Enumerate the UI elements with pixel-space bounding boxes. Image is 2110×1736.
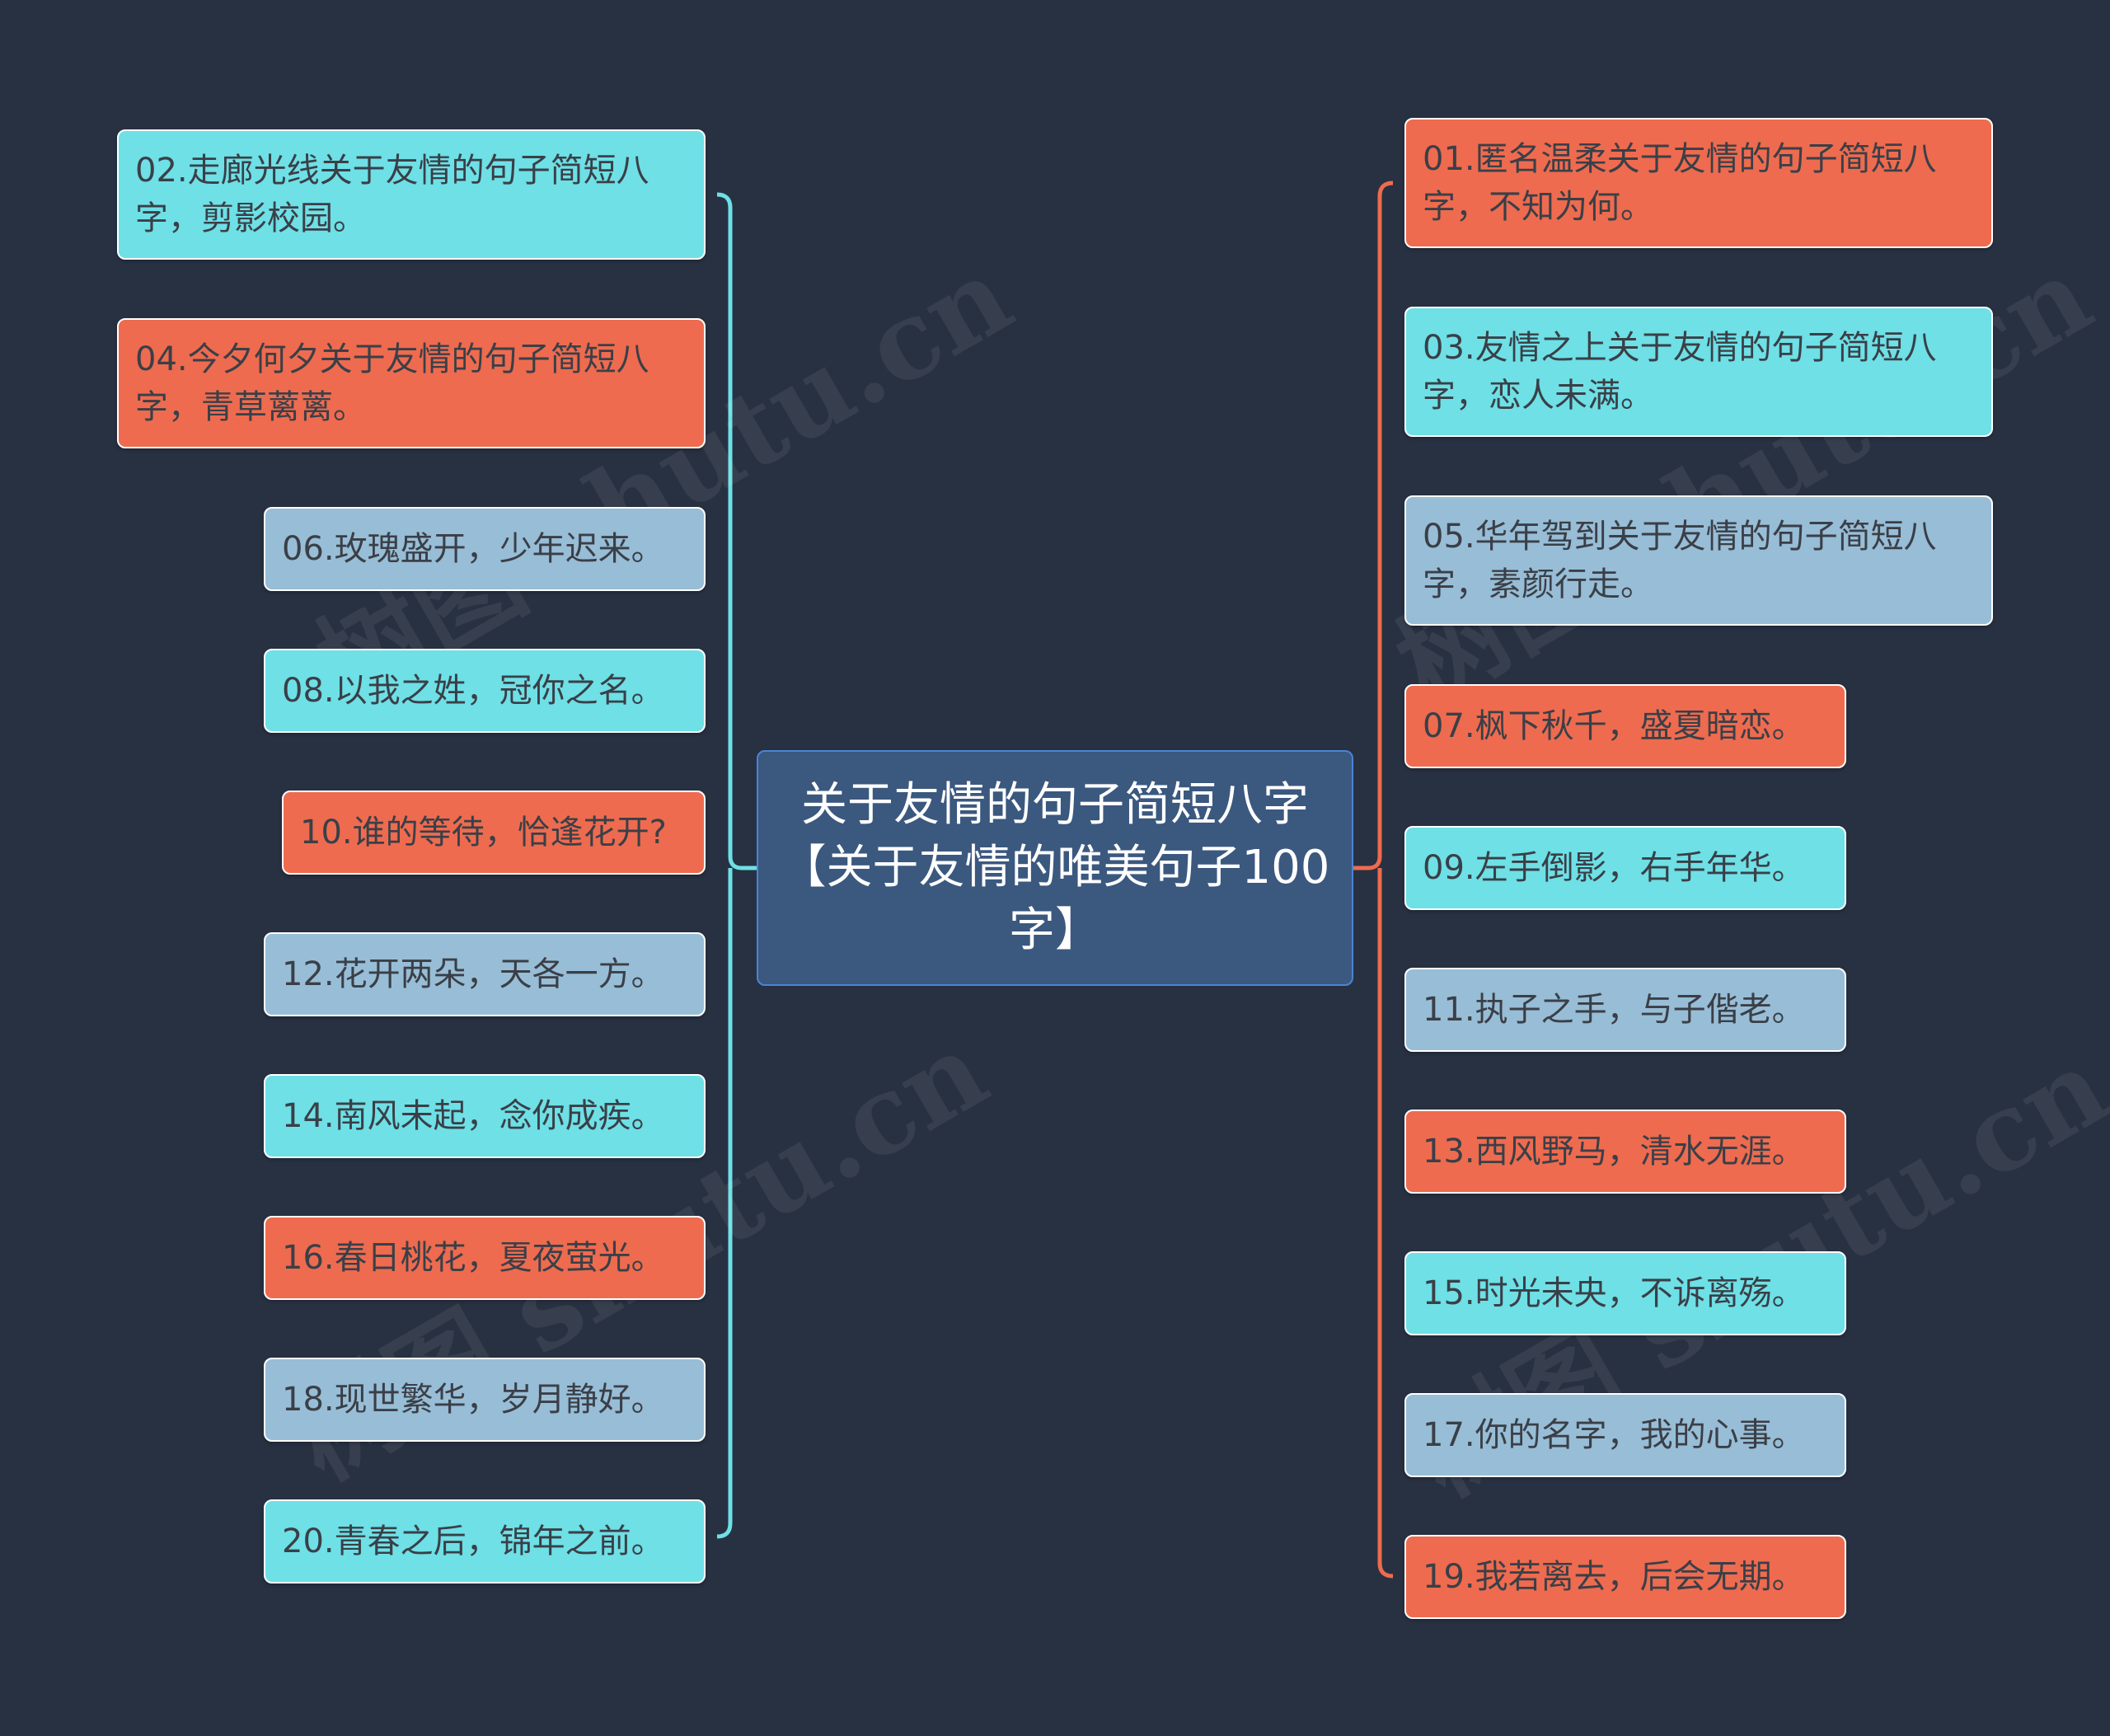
topic-node[interactable]: 15.时光未央，不诉离殇。 bbox=[1404, 1251, 1846, 1335]
topic-node[interactable]: 14.南风未起，念你成疾。 bbox=[264, 1074, 706, 1158]
topic-label: 14.南风未起，念你成疾。 bbox=[282, 1097, 664, 1135]
topic-label: 19.我若离去，后会无期。 bbox=[1423, 1558, 1805, 1596]
topic-node[interactable]: 12.花开两朵，天各一方。 bbox=[264, 932, 706, 1016]
topic-label: 02.走廊光线关于友情的句子简短八字，剪影校园。 bbox=[135, 152, 649, 237]
topic-node[interactable]: 20.青春之后，锦年之前。 bbox=[264, 1499, 706, 1584]
topic-label: 03.友情之上关于友情的句子简短八字，恋人未满。 bbox=[1423, 329, 1937, 415]
topic-node[interactable]: 01.匿名温柔关于友情的句子简短八字，不知为何。 bbox=[1404, 118, 1993, 248]
topic-node[interactable]: 09.左手倒影，右手年华。 bbox=[1404, 826, 1846, 910]
topic-label: 05.华年驾到关于友情的句子简短八字，素颜行走。 bbox=[1423, 518, 1937, 603]
topic-node[interactable]: 11.执子之手，与子偕老。 bbox=[1404, 968, 1846, 1052]
topic-node[interactable]: 06.玫瑰盛开，少年迟来。 bbox=[264, 507, 706, 591]
topic-node[interactable]: 07.枫下秋千，盛夏暗恋。 bbox=[1404, 684, 1846, 768]
topic-label: 01.匿名温柔关于友情的句子简短八字，不知为何。 bbox=[1423, 140, 1937, 226]
topic-label: 17.你的名字，我的心事。 bbox=[1423, 1416, 1805, 1454]
topic-node[interactable]: 08.以我之姓，冠你之名。 bbox=[264, 649, 706, 733]
topic-label: 07.枫下秋千，盛夏暗恋。 bbox=[1423, 707, 1805, 745]
topic-label: 18.现世繁华，岁月静好。 bbox=[282, 1381, 664, 1419]
topic-label: 10.谁的等待，恰逢花开? bbox=[300, 814, 667, 852]
topic-label: 08.以我之姓，冠你之名。 bbox=[282, 672, 664, 710]
left-bracket bbox=[716, 192, 757, 1539]
right-bracket bbox=[1353, 181, 1394, 1579]
topic-label: 12.花开两朵，天各一方。 bbox=[282, 955, 664, 993]
topic-label: 09.左手倒影，右手年华。 bbox=[1423, 849, 1805, 887]
topic-node[interactable]: 17.你的名字，我的心事。 bbox=[1404, 1393, 1846, 1477]
central-topic-label: 关于友情的句子简短八字【关于友情的唯美句子100字】 bbox=[780, 778, 1330, 957]
topic-node[interactable]: 05.华年驾到关于友情的句子简短八字，素颜行走。 bbox=[1404, 495, 1993, 626]
topic-label: 16.春日桃花，夏夜萤光。 bbox=[282, 1239, 664, 1277]
topic-node[interactable]: 18.现世繁华，岁月静好。 bbox=[264, 1358, 706, 1442]
topic-node[interactable]: 10.谁的等待，恰逢花开? bbox=[282, 791, 706, 875]
topic-node[interactable]: 02.走廊光线关于友情的句子简短八字，剪影校园。 bbox=[117, 129, 706, 260]
topic-node[interactable]: 03.友情之上关于友情的句子简短八字，恋人未满。 bbox=[1404, 307, 1993, 437]
topic-node[interactable]: 19.我若离去，后会无期。 bbox=[1404, 1535, 1846, 1619]
central-topic[interactable]: 关于友情的句子简短八字【关于友情的唯美句子100字】 bbox=[757, 750, 1353, 986]
topic-label: 04.今夕何夕关于友情的句子简短八字，青草蓠蓠。 bbox=[135, 340, 649, 426]
watermark: 树图 shutu.cn bbox=[1376, 232, 2110, 730]
topic-label: 20.青春之后，锦年之前。 bbox=[282, 1523, 664, 1560]
topic-node[interactable]: 16.春日桃花，夏夜萤光。 bbox=[264, 1216, 706, 1300]
topic-label: 15.时光未央，不诉离殇。 bbox=[1423, 1274, 1805, 1312]
topic-label: 13.西风野马，清水无涯。 bbox=[1423, 1133, 1805, 1171]
topic-node[interactable]: 13.西风野马，清水无涯。 bbox=[1404, 1110, 1846, 1194]
topic-label: 06.玫瑰盛开，少年迟来。 bbox=[282, 530, 664, 568]
topic-node[interactable]: 04.今夕何夕关于友情的句子简短八字，青草蓠蓠。 bbox=[117, 318, 706, 448]
topic-label: 11.执子之手，与子偕老。 bbox=[1423, 991, 1805, 1029]
